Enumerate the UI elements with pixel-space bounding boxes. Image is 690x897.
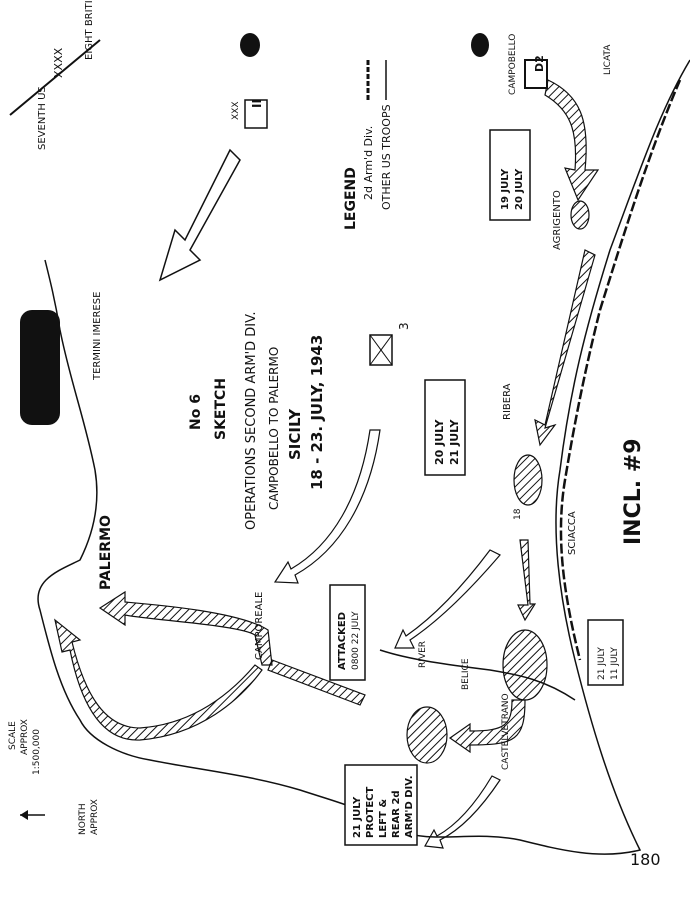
objective-west: [406, 706, 448, 764]
other-troops-arrow-1: [273, 429, 381, 584]
objective-agrigento: [570, 200, 590, 230]
place-sciacca: SCIACCA: [567, 511, 578, 555]
protect-box: [344, 764, 418, 846]
other-troops-arrow-2: [394, 549, 501, 649]
protect-line5: ARM'D DIV.: [404, 775, 415, 838]
date-ribera-1: 20 JULY: [433, 419, 446, 465]
legend-item-2: OTHER US TROOPS: [380, 104, 393, 210]
corps-advance-arrow: [158, 148, 241, 282]
unit-3-label: 3: [397, 322, 411, 330]
other-troops-arrow-3: [424, 775, 501, 849]
date-box-sciacca: [587, 619, 624, 686]
place-river: RIVER: [418, 641, 428, 668]
place-termini: TERMINI IMERESE: [92, 292, 103, 381]
objective-ribera: [513, 454, 543, 506]
corps-number: II: [250, 99, 264, 108]
unit-d2-label: D2: [533, 55, 546, 72]
title-line1: OPERATIONS SECOND ARM'D DIV.: [244, 312, 259, 531]
title-place: SICILY: [286, 408, 304, 460]
date-agrigento-2: 20 JULY: [514, 168, 525, 210]
redacted-block: [20, 310, 60, 425]
army-boundary-line: [9, 39, 101, 116]
advance-arrow-castelvetrano: [448, 699, 526, 754]
protect-line2: PROTECT: [365, 786, 376, 838]
title-line2: CAMPOBELLO TO PALERMO: [267, 347, 281, 510]
protect-line1: 21 JULY: [352, 796, 363, 838]
north-line2: APPROX: [90, 799, 100, 835]
protect-line3: LEFT &: [378, 799, 389, 838]
scale-line1: SCALE: [8, 721, 18, 750]
place-licata: LICATA: [603, 44, 613, 75]
coastal-road: [559, 79, 682, 661]
date-box-ribera: [424, 379, 466, 476]
corps-symbol: XXX: [231, 102, 241, 121]
title-kind: SKETCH: [213, 378, 229, 440]
unit-d2-box: [524, 59, 548, 89]
page-number: 180: [630, 850, 661, 869]
date-agrigento-1: 19 JULY: [500, 168, 511, 210]
army-boundary-top: EIGHT BRITISH: [84, 0, 95, 60]
advance-arrow-palermo-east: [98, 590, 273, 666]
legend: LEGEND 2d Arm'd Div. OTHER US TROOPS: [343, 60, 393, 230]
title-number: No 6: [188, 394, 204, 430]
place-ribera: RIBERA: [502, 383, 513, 420]
advance-arrow-ribera: [534, 249, 596, 447]
protect-line4: REAR 2d: [391, 790, 402, 838]
place-campobello: CAMPOBELLO: [508, 34, 518, 95]
place-belice: BELICE: [461, 658, 471, 690]
attacked-box: [329, 584, 366, 681]
title-block: No 6 SKETCH OPERATIONS SECOND ARM'D DIV.…: [188, 312, 326, 531]
army-boundary-bottom: SEVENTH US: [37, 86, 48, 150]
army-boundary-symbol: XXXX: [52, 47, 65, 78]
advance-arrow-agrigento: [544, 79, 600, 202]
date-sciacca-1: 21 JULY: [597, 647, 607, 680]
scale-line2: APPROX: [20, 719, 30, 755]
ink-blot-top: [240, 33, 260, 57]
legend-item-1: 2d Arm'd Div.: [362, 126, 375, 200]
river-belice: [379, 649, 576, 701]
date-sciacca-2: 11 JULY: [610, 647, 620, 680]
corps-symbol-box: [244, 99, 268, 129]
advance-arrow-sciacca: [517, 539, 537, 622]
ink-blot-right: [471, 33, 489, 57]
inclosure-label: INCL. #9: [621, 438, 646, 545]
legend-heading: LEGEND: [343, 167, 359, 230]
north-arrow: [20, 810, 45, 820]
unit-3-symbol: [369, 334, 393, 366]
date-ribera-2: 21 JULY: [448, 419, 461, 465]
unit-18-label: 18: [513, 508, 523, 520]
attacked-line1: ATTACKED: [337, 612, 348, 670]
attacked-line2: 0800 22 JULY: [351, 611, 361, 670]
north-line1: NORTH: [78, 803, 88, 835]
place-agrigento: AGRIGENTO: [552, 190, 563, 250]
date-box-agrigento: [489, 129, 531, 221]
place-palermo: PALERMO: [98, 515, 114, 590]
title-dates: 18 - 23. JULY, 1943: [308, 335, 326, 490]
advance-arrow-palermo-west: [54, 618, 263, 741]
objective-castelvetrano: [502, 629, 548, 701]
scale-line3: 1:500,000: [32, 729, 42, 775]
